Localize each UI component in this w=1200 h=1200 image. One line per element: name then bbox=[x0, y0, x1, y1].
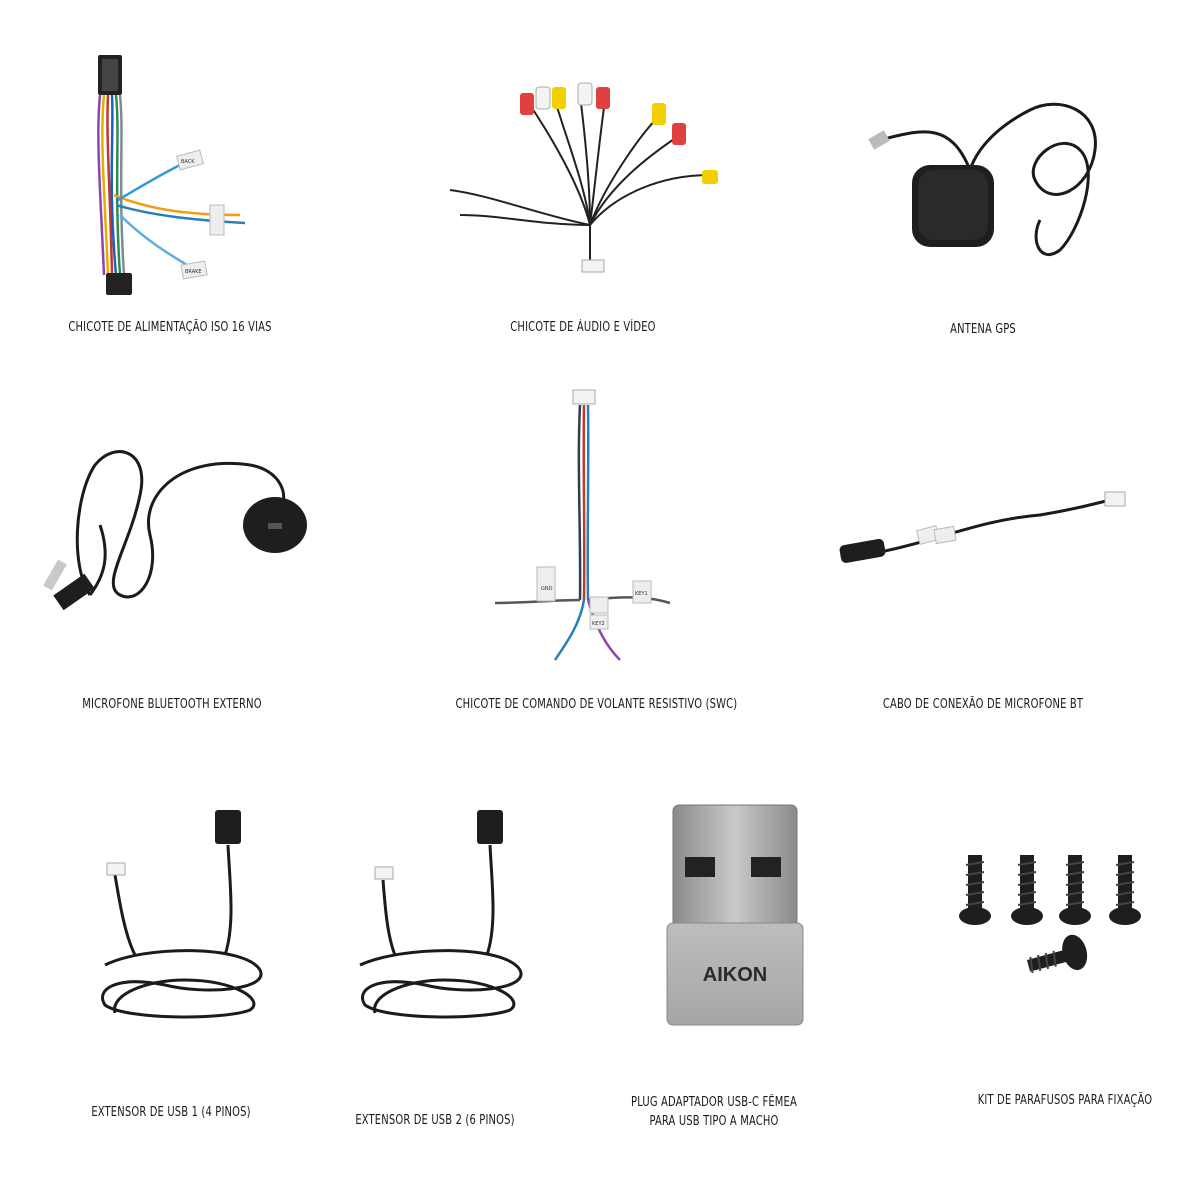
screws-icon bbox=[955, 850, 1175, 980]
brake-tag: BRAKE bbox=[185, 269, 202, 275]
caption-usb-adapter: PLUG ADAPTADOR USB-C FÊMEA PARA USB TIPO… bbox=[587, 1093, 842, 1131]
caption-usb-extender-2: EXTENSOR DE USB 2 (6 PINOS) bbox=[355, 1113, 515, 1128]
power-harness-icon: BACK BRAKE bbox=[70, 45, 270, 300]
key2-tag: KEY2 bbox=[592, 621, 605, 627]
back-tag: BACK bbox=[181, 159, 195, 165]
caption-usb-extender-1: EXTENSOR DE USB 1 (4 PINOS) bbox=[91, 1105, 251, 1120]
brand-logo: AIKON bbox=[703, 964, 767, 986]
mic-cable-icon bbox=[839, 480, 1140, 580]
caption-swc-harness: CHICOTE DE COMANDO DE VOLANTE RESISTIVO … bbox=[455, 697, 738, 712]
caption-bt-microphone: MICROFONE BLUETOOTH EXTERNO bbox=[82, 697, 262, 712]
microphone-icon bbox=[30, 435, 310, 625]
caption-av-harness: CHICOTE DE ÁUDIO E VÍDEO bbox=[510, 320, 656, 335]
caption-mic-cable: CABO DE CONEXÃO DE MICROFONE BT bbox=[882, 697, 1084, 712]
caption-usb-adapter-line2: PARA USB TIPO A MACHO bbox=[649, 1114, 779, 1129]
caption-usb-adapter-line1: PLUG ADAPTADOR USB-C FÊMEA bbox=[631, 1095, 797, 1110]
gps-antenna-icon bbox=[860, 90, 1120, 270]
swc-harness-icon: GND KEY1 KEY2 bbox=[485, 385, 685, 670]
caption-gps-antenna: ANTENA GPS bbox=[950, 322, 1016, 337]
usb-adapter-icon: AIKON bbox=[665, 804, 805, 1027]
caption-power-harness: CHICOTE DE ALIMENTAÇÃO ISO 16 VIAS bbox=[68, 320, 272, 335]
gnd-tag: GND bbox=[541, 586, 553, 592]
usb-extender-icon bbox=[85, 805, 285, 1030]
av-harness-icon bbox=[440, 75, 740, 275]
usb-extender-icon bbox=[345, 805, 545, 1030]
key1-tag: KEY1 bbox=[635, 591, 648, 597]
caption-screws: KIT DE PARAFUSOS PARA FIXAÇÃO bbox=[977, 1093, 1153, 1108]
